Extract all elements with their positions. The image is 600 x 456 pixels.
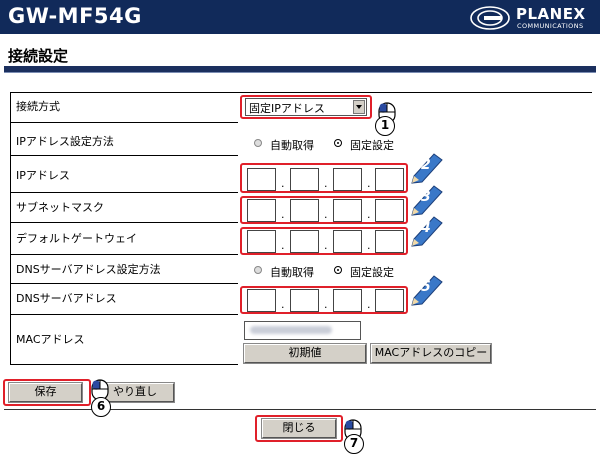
callout-number-4: 4	[421, 220, 431, 236]
callout-number-5: 5	[421, 279, 431, 295]
ip-auto-radio[interactable]	[254, 139, 262, 147]
connection-type-label: 接続方式	[16, 100, 60, 113]
close-button[interactable]: 閉じる	[261, 418, 337, 439]
dns-octet-1[interactable]	[247, 289, 276, 312]
row-separator	[10, 155, 238, 156]
dns-fixed-radio[interactable]	[334, 266, 342, 274]
callout-number-1: 1	[375, 116, 395, 136]
connection-type-select[interactable]	[245, 98, 367, 116]
gateway-octet-1[interactable]	[247, 230, 276, 253]
dns-auto-radio[interactable]	[254, 266, 262, 274]
ip-octet-4[interactable]	[375, 168, 404, 191]
callout-number-2: 2	[421, 157, 431, 173]
ip-auto-label: 自動取得	[270, 139, 314, 152]
gateway-octet-3[interactable]	[333, 230, 362, 253]
title-divider-shadow	[4, 72, 596, 73]
dot-separator: .	[281, 177, 285, 190]
ip-octet-1[interactable]	[247, 168, 276, 191]
row-separator	[10, 254, 238, 255]
subnet-octet-4[interactable]	[375, 199, 404, 222]
logo-sub-text: COMMUNICATIONS	[517, 22, 584, 30]
ip-fixed-radio[interactable]	[334, 139, 342, 147]
dot-separator: .	[367, 298, 371, 311]
gateway-octet-4[interactable]	[375, 230, 404, 253]
row-separator	[10, 283, 238, 284]
dot-separator: .	[367, 177, 371, 190]
dot-separator: .	[324, 208, 328, 221]
pencil-icon	[411, 185, 443, 216]
callout-highlight	[240, 286, 408, 314]
ip-address-label: IPアドレス	[16, 169, 70, 182]
subnet-octet-3[interactable]	[333, 199, 362, 222]
mouse-icon	[91, 379, 109, 401]
dot-separator: .	[324, 239, 328, 252]
row-separator	[10, 192, 238, 193]
gateway-label: デフォルトゲートウェイ	[16, 232, 137, 245]
title-divider	[4, 66, 596, 72]
dns-octet-2[interactable]	[290, 289, 319, 312]
dns-address-label: DNSサーバアドレス	[16, 292, 117, 305]
pencil-icon	[411, 275, 443, 306]
callout-number-7: 7	[344, 434, 364, 454]
row-separator	[10, 314, 238, 315]
dns-octet-3[interactable]	[333, 289, 362, 312]
callout-number-3: 3	[421, 189, 431, 205]
dot-separator: .	[324, 298, 328, 311]
mac-address-value-blurred	[250, 326, 332, 334]
logo-brand-text: PLANEX	[516, 5, 586, 23]
save-button[interactable]: 保存	[8, 382, 83, 403]
callout-highlight	[240, 163, 408, 193]
subnet-octet-2[interactable]	[290, 199, 319, 222]
dot-separator: .	[324, 177, 328, 190]
dot-separator: .	[281, 239, 285, 252]
chevron-down-icon	[356, 105, 362, 109]
planex-logo-icon	[470, 6, 510, 30]
dot-separator: .	[281, 298, 285, 311]
table-left-border	[10, 92, 11, 364]
mac-label: MACアドレス	[16, 333, 85, 346]
table-top-border	[10, 92, 592, 93]
subnet-mask-label: サブネットマスク	[16, 201, 104, 214]
connection-type-value: 固定IPアドレス	[249, 102, 325, 115]
callout-highlight	[255, 415, 343, 442]
ip-fixed-label: 固定設定	[350, 139, 394, 152]
dns-method-label: DNSサーバアドレス設定方法	[16, 263, 161, 276]
pencil-icon	[411, 216, 443, 247]
gateway-octet-2[interactable]	[290, 230, 319, 253]
dns-auto-label: 自動取得	[270, 266, 314, 279]
ip-octet-2[interactable]	[290, 168, 319, 191]
row-separator	[10, 122, 238, 123]
dot-separator: .	[281, 208, 285, 221]
callout-highlight	[240, 95, 372, 119]
dot-separator: .	[367, 239, 371, 252]
model-name: GW-MF54G	[8, 4, 142, 28]
callout-highlight	[240, 196, 408, 224]
footer-divider	[4, 409, 596, 410]
pencil-icon	[411, 153, 443, 184]
dns-octet-4[interactable]	[375, 289, 404, 312]
row-separator	[10, 364, 238, 365]
dns-fixed-label: 固定設定	[350, 266, 394, 279]
callout-number-6: 6	[91, 397, 111, 417]
ip-method-label: IPアドレス設定方法	[16, 135, 114, 148]
callout-highlight	[3, 379, 91, 406]
callout-highlight	[240, 227, 408, 255]
dot-separator: .	[367, 208, 371, 221]
mac-default-button[interactable]: 初期値	[243, 343, 367, 364]
subnet-octet-1[interactable]	[247, 199, 276, 222]
mac-copy-button[interactable]: MACアドレスのコピー	[370, 343, 492, 364]
ip-octet-3[interactable]	[333, 168, 362, 191]
row-separator	[10, 222, 238, 223]
redo-button[interactable]: やり直し	[95, 382, 175, 403]
page-title: 接続設定	[8, 47, 69, 65]
